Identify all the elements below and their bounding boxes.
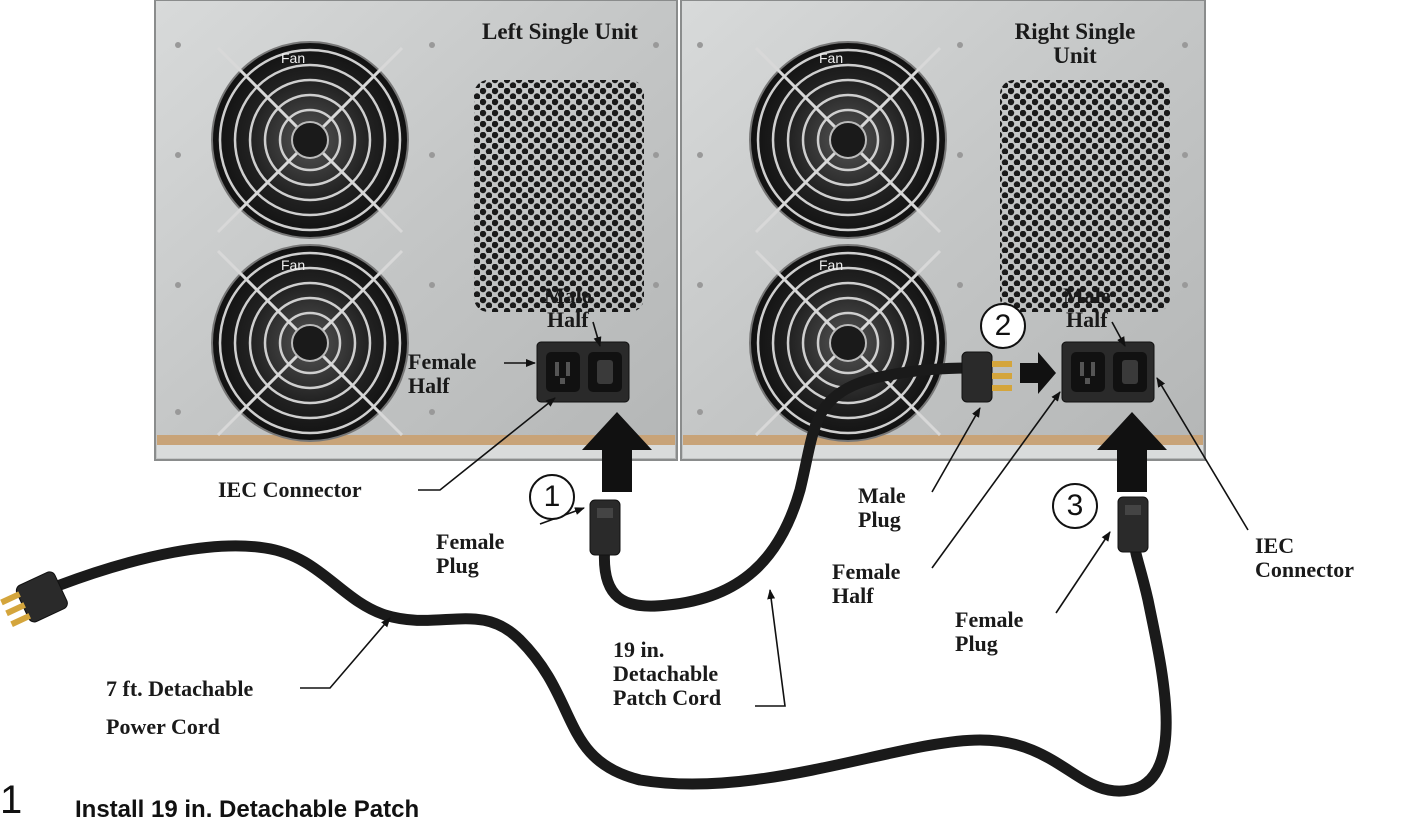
left-male-half-line1: Male — [544, 283, 592, 308]
male-plug-2 — [961, 351, 1012, 403]
fan-label-right-top: Fan — [819, 50, 844, 66]
female-plug-label-3: Female Plug — [955, 608, 1023, 656]
power-line1: 7 ft. Detachable — [106, 676, 254, 701]
male-plug-label: Male Plug — [858, 484, 906, 532]
right-vent-grille — [1000, 80, 1170, 312]
female-plug-1-line1: Female — [436, 529, 505, 554]
insert-arrow-2 — [1020, 352, 1056, 394]
patch-line3: Patch Cord — [613, 685, 722, 710]
power-cord-label: 7 ft. Detachable Power Cord — [106, 677, 253, 739]
left-iec-connector-label: IEC Connector — [218, 477, 362, 502]
fan-right-bottom — [749, 244, 947, 442]
leader-lines — [300, 321, 1249, 707]
right-iec-connector — [1061, 341, 1155, 403]
fans — [211, 41, 947, 442]
right-iec-connector-label: IEC Connector — [1255, 534, 1354, 582]
patch-line1: 19 in. — [613, 637, 665, 662]
insert-arrow-1 — [582, 412, 652, 492]
left-vent-grille — [474, 80, 644, 312]
female-plug-3 — [1117, 496, 1149, 553]
right-male-half-line1: Male — [1063, 283, 1111, 308]
left-male-half-label: Male Half — [544, 284, 592, 332]
right-iec-line1: IEC — [1255, 533, 1295, 558]
power-line2: Power Cord — [106, 714, 220, 739]
left-male-half-line2: Half — [547, 307, 589, 332]
caption-text: Install 19 in. Detachable Patch — [75, 796, 420, 823]
right-female-half-line2: Half — [832, 583, 874, 608]
fan-label-left-bottom: Fan — [281, 257, 306, 273]
step-2-badge: 2 — [980, 303, 1026, 349]
step-3-badge: 3 — [1052, 483, 1098, 529]
right-male-half-line2: Half — [1066, 307, 1108, 332]
fan-label-left-top: Fan — [281, 50, 306, 66]
left-female-half-line2: Half — [408, 373, 450, 398]
female-plug-1-line2: Plug — [436, 553, 479, 578]
patch-line2: Detachable — [613, 661, 719, 686]
right-female-half-label: Female Half — [832, 560, 900, 608]
left-female-half-line1: Female — [408, 349, 477, 374]
left-unit-title: Left Single Unit — [482, 19, 638, 44]
step-1-badge: 1 — [529, 474, 575, 520]
patch-cord — [598, 362, 976, 612]
right-female-half-line1: Female — [832, 559, 901, 584]
right-unit-title: Right Single Unit — [1014, 19, 1136, 68]
fan-label-right-bottom: Fan — [819, 257, 844, 273]
left-iec-connector — [536, 341, 630, 403]
caption-step-number: 1 — [0, 778, 23, 822]
female-plug-3-line1: Female — [955, 607, 1024, 632]
fan-left-bottom — [211, 244, 409, 442]
male-plug-line2: Plug — [858, 507, 901, 532]
insert-arrow-3 — [1097, 412, 1167, 492]
power-cord-plug — [0, 571, 68, 627]
female-plug-3-line2: Plug — [955, 631, 998, 656]
right-male-half-label: Male Half — [1063, 284, 1111, 332]
female-plug-1 — [589, 499, 621, 556]
left-female-half-label: Female Half — [408, 350, 476, 398]
fan-left-top — [211, 41, 409, 239]
fan-right-top — [749, 41, 947, 239]
patch-cord-label: 19 in. Detachable Patch Cord — [613, 638, 721, 710]
male-plug-line1: Male — [858, 483, 906, 508]
power-cord — [54, 539, 1172, 797]
female-plug-label-1: Female Plug — [436, 530, 504, 578]
right-iec-line2: Connector — [1255, 557, 1354, 582]
